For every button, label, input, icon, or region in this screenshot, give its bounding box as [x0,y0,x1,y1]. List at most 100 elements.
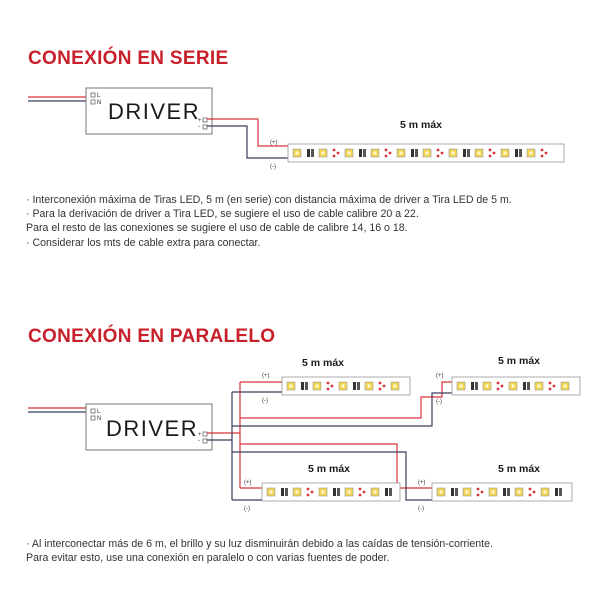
led-dot [485,384,489,388]
led-dot [373,151,377,155]
paralelo-note: · Al interconectar más de 6 m, el brillo… [26,538,493,550]
resistor [527,382,530,390]
solder-pad [326,387,330,391]
resistor [523,382,526,390]
led-dot [465,490,469,494]
resistor [503,488,506,496]
solder-pad [440,151,444,155]
led-dot [503,151,507,155]
resistor [515,149,518,157]
solder-pad [306,487,310,491]
serie-note: · Interconexión máxima de Tiras LED, 5 m… [26,194,512,206]
serie-title: CONEXIÓN EN SERIE [28,48,229,69]
solder-pad [358,493,362,497]
paralelo-strip-2 [451,376,581,396]
led-dot [373,490,377,494]
led-dot [295,151,299,155]
led-dot [295,490,299,494]
driver-box [85,87,213,135]
resistor [555,488,558,496]
led-dot [543,490,547,494]
resistor [337,488,340,496]
resistor [415,149,418,157]
resistor [285,488,288,496]
solder-pad [540,154,544,158]
serie-note: · Considerar los mts de cable extra para… [26,236,261,249]
paralelo-strip-3 [261,482,401,502]
solder-pad [488,154,492,158]
svg-text:(-): (-) [262,398,268,404]
led-dot [425,151,429,155]
solder-pad [332,148,336,152]
paralelo-length-3: 5 m máx [308,463,350,475]
led-dot [477,151,481,155]
led-dot [491,490,495,494]
solder-pad [336,151,340,155]
serie-plus: (+) [270,140,278,146]
led-dot [315,384,319,388]
led-dot [289,384,293,388]
paralelo-diagram: L N DRIVER + - (+) (-) (+) (-) (+) (-) (… [28,355,581,512]
svg-text:L: L [97,409,101,415]
solder-pad [552,384,556,388]
led-dot [439,490,443,494]
resistor [301,382,304,390]
led-dot [393,384,397,388]
strip-body [261,482,401,502]
resistor [463,149,466,157]
led-dot [341,384,345,388]
solder-pad [310,490,314,494]
paralelo-length-2: 5 m máx [498,355,540,367]
resistor [353,382,356,390]
solder-pad [388,151,392,155]
resistor [357,382,360,390]
solder-pad [306,493,310,497]
terminal-plus: + [198,118,202,124]
terminal-minus: - [198,124,200,130]
svg-text:(-): (-) [244,506,250,512]
resistor [305,382,308,390]
led-dot [367,384,371,388]
solder-pad [384,148,388,152]
solder-pad [332,154,336,158]
serie-length: 5 m máx [400,119,442,131]
solder-pad [378,381,382,385]
solder-pad [496,381,500,385]
led-dot [529,151,533,155]
solder-pad [326,381,330,385]
solder-pad [476,487,480,491]
resistor [475,382,478,390]
serie-notes: · Interconexión máxima de Tiras LED, 5 m… [26,193,512,250]
paralelo-note: Para evitar esto, use una conexión en pa… [26,552,390,565]
resistor [359,149,362,157]
serie-diagram: L N DRIVER + - (+) (-) 5 m máx [28,87,565,170]
svg-text:(+): (+) [436,373,444,379]
resistor [333,488,336,496]
resistor [467,149,470,157]
svg-text:(-): (-) [418,506,424,512]
solder-pad [544,151,548,155]
resistor [385,488,388,496]
led-dot [347,151,351,155]
svg-text:N: N [97,416,101,422]
led-dot [517,490,521,494]
led-dot [321,151,325,155]
solder-pad [476,493,480,497]
resistor [311,149,314,157]
serie-minus: (-) [270,164,276,170]
solder-pad [488,148,492,152]
paralelo-length-1: 5 m máx [302,357,344,369]
solder-pad [436,148,440,152]
resistor [451,488,454,496]
paralelo-notes: · Al interconectar más de 6 m, el brillo… [26,537,493,565]
solder-pad [382,384,386,388]
terminal-l: L [97,93,101,99]
resistor [411,149,414,157]
solder-pad [548,387,552,391]
resistor [507,488,510,496]
resistor [519,149,522,157]
paralelo-length-4: 5 m máx [498,463,540,475]
terminal-n: N [97,100,101,106]
paralelo-strip-4 [431,482,573,502]
led-dot [459,384,463,388]
